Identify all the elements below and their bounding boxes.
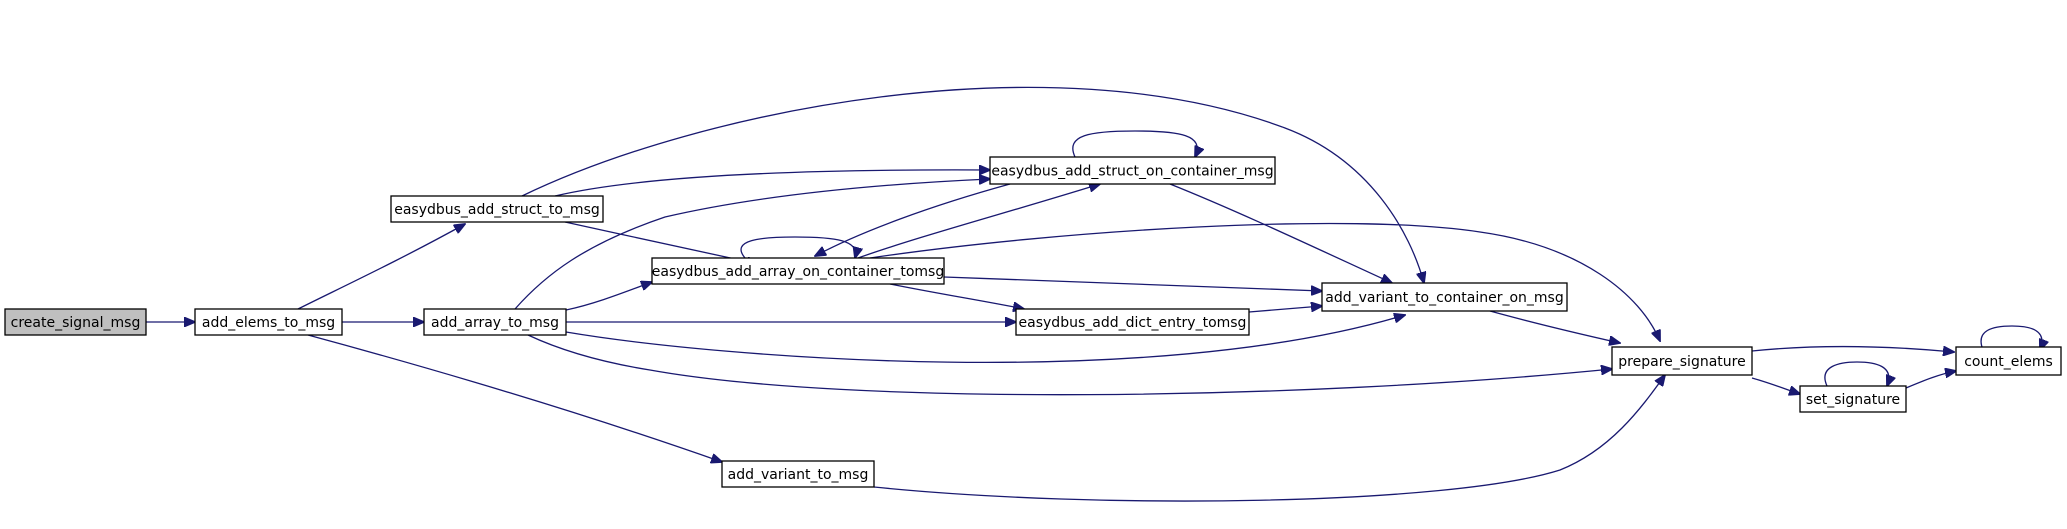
node-label: count_elems: [1964, 354, 2053, 370]
node-create-signal-msg[interactable]: create_signal_msg: [4, 308, 147, 336]
node-label: add_array_to_msg: [431, 315, 559, 331]
node-label: easydbus_add_struct_to_msg: [394, 202, 600, 218]
node-add-elems-to-msg[interactable]: add_elems_to_msg: [194, 308, 343, 336]
edge-easydbus-add-struct-on-container-msg-self-loop: [1072, 130, 1197, 157]
node-easydbus-add-struct-on-container-msg[interactable]: easydbus_add_struct_on_container_msg: [989, 156, 1276, 185]
edge-add-elems-to-msg-to-easydbus-add-struct-to-msg: [297, 224, 465, 310]
edge-prepare-signature-to-set-signature: [1751, 377, 1800, 394]
nodes: create_signal_msg add_elems_to_msg easyd…: [4, 156, 2062, 488]
node-label: easydbus_add_struct_on_container_msg: [991, 164, 1273, 180]
edge-easydbus-add-struct-on-container-msg-to-easydbus-add-array-on-container-tomsg: [815, 183, 1011, 256]
edge-set-signature-to-count-elems: [1905, 371, 1956, 389]
node-label: add_variant_to_container_on_msg: [1325, 290, 1563, 306]
edge-add-elems-to-msg-to-add-variant-to-msg: [307, 334, 722, 462]
edge-easydbus-add-array-on-container-tomsg-to-prepare-signature: [869, 222, 1660, 341]
edge-add-variant-to-container-on-msg-to-prepare-signature: [1489, 310, 1620, 343]
edge-easydbus-add-dict-entry-tomsg-to-add-variant-to-container-on-msg: [1248, 306, 1322, 313]
edge-easydbus-add-struct-on-container-msg-to-add-variant-to-container-on-msg: [1169, 183, 1392, 283]
edge-add-variant-to-msg-to-prepare-signature: [873, 375, 1665, 502]
node-easydbus-add-array-on-container-tomsg[interactable]: easydbus_add_array_on_container_tomsg: [651, 257, 945, 285]
edge-add-array-to-msg-to-prepare-signature: [527, 334, 1612, 396]
edge-count-elems-self-loop: [1980, 325, 2042, 350]
node-prepare-signature[interactable]: prepare_signature: [1611, 346, 1753, 376]
node-label: prepare_signature: [1618, 354, 1745, 370]
edge-easydbus-add-struct-to-msg-to-add-variant-to-container-on-msg: [521, 86, 1424, 283]
edge-add-array-to-msg-to-easydbus-add-array-on-container-tomsg: [565, 282, 652, 311]
node-label: add_variant_to_msg: [728, 467, 869, 483]
node-add-array-to-msg[interactable]: add_array_to_msg: [423, 308, 567, 336]
edge-set-signature-self-loop: [1824, 361, 1889, 386]
node-label: set_signature: [1806, 392, 1900, 408]
edge-add-array-to-msg-to-add-variant-to-container-on-msg: [565, 315, 1405, 364]
node-label: easydbus_add_dict_entry_tomsg: [1019, 315, 1247, 331]
node-add-variant-to-msg[interactable]: add_variant_to_msg: [721, 460, 875, 488]
edge-add-array-to-msg-to-easydbus-add-struct-on-container-msg: [514, 179, 990, 310]
node-label: add_elems_to_msg: [202, 315, 335, 331]
node-easydbus-add-struct-to-msg[interactable]: easydbus_add_struct_to_msg: [390, 195, 604, 223]
node-count-elems[interactable]: count_elems: [1955, 346, 2062, 376]
edge-prepare-signature-to-count-elems: [1751, 345, 1954, 352]
edge-easydbus-add-array-on-container-tomsg-to-add-variant-to-container-on-msg: [943, 276, 1322, 291]
node-add-variant-to-container-on-msg[interactable]: add_variant_to_container_on_msg: [1321, 282, 1568, 312]
edge-easydbus-add-struct-to-msg-to-easydbus-add-struct-on-container-msg: [554, 170, 990, 197]
node-set-signature[interactable]: set_signature: [1799, 385, 1907, 413]
edge-easydbus-add-array-on-container-tomsg-self-loop: [740, 236, 856, 258]
edge-easydbus-add-array-on-container-tomsg-to-easydbus-add-struct-on-container-msg: [857, 184, 1100, 259]
node-label: easydbus_add_array_on_container_tomsg: [652, 264, 944, 280]
edges: [146, 86, 2042, 502]
edge-easydbus-add-array-on-container-tomsg-to-easydbus-add-dict-entry-tomsg: [889, 283, 1024, 309]
node-label: create_signal_msg: [11, 315, 141, 331]
node-easydbus-add-dict-entry-tomsg[interactable]: easydbus_add_dict_entry_tomsg: [1015, 308, 1250, 336]
